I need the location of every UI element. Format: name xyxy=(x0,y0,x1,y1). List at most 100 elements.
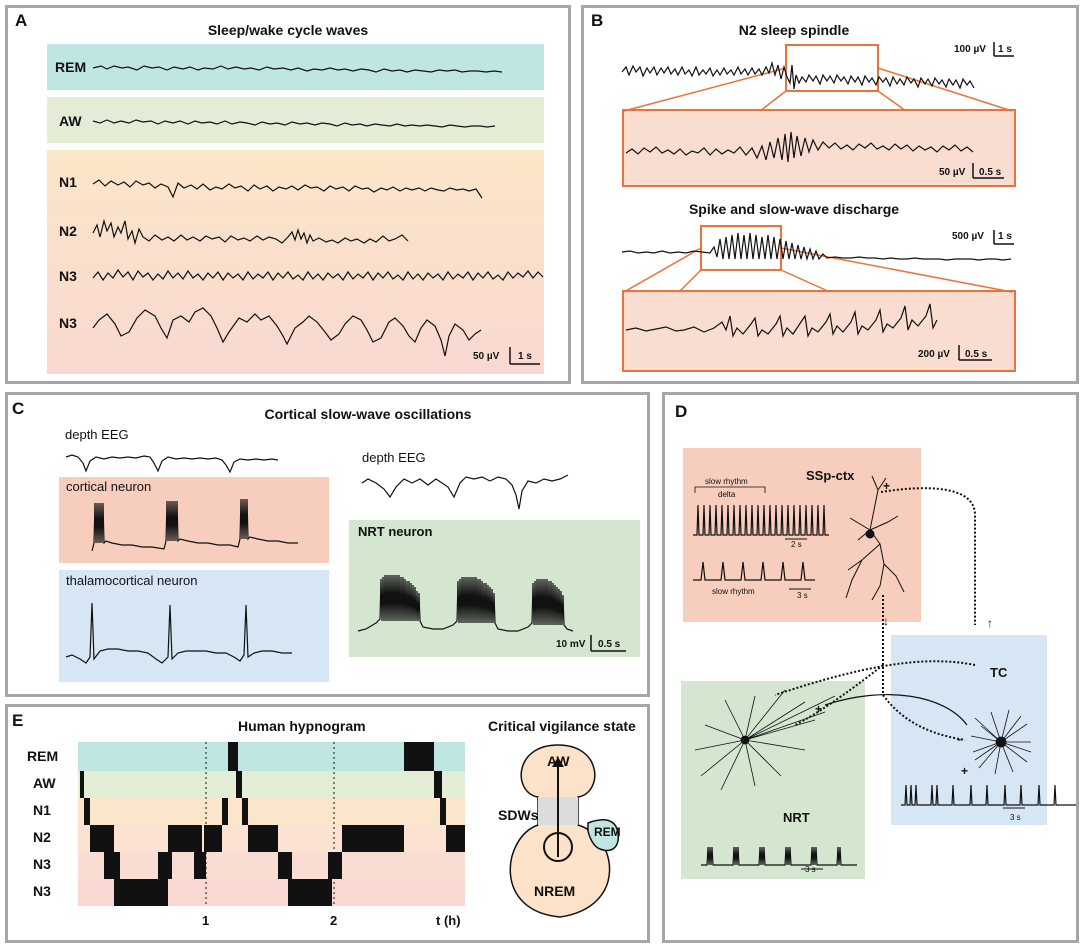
hyp-label-aw: AW xyxy=(33,775,56,791)
vigilance-title: Critical vigilance state xyxy=(488,718,636,734)
traces-c xyxy=(65,454,626,664)
trace-n1 xyxy=(92,179,483,199)
row-label-n2: N2 xyxy=(59,223,77,239)
depth-eeg-label-1: depth EEG xyxy=(65,427,129,442)
slow-rhythm-label-2: slow rhythm xyxy=(712,587,755,596)
zoom-line-right-1 xyxy=(877,67,1013,112)
trace-ssp-slow-rhythm xyxy=(693,504,829,536)
hyp-label-rem: REM xyxy=(27,748,59,764)
zoom-line-right-4 xyxy=(780,269,831,293)
arrow-down-1: ↓ xyxy=(883,614,889,628)
scale-a-voltage: 50 µV xyxy=(473,351,500,362)
panel-d: D SSp-ctx slow rhythm delta 2 s slow rhy… xyxy=(662,392,1079,943)
connection-cortex-down xyxy=(880,487,976,625)
hypnogram xyxy=(80,742,619,918)
zoom-line-right-2 xyxy=(877,90,907,112)
thalamocortical-neuron-box xyxy=(59,570,329,682)
ssp-ctx-label: SSp-ctx xyxy=(806,468,855,483)
row-label-rem: REM xyxy=(55,59,87,75)
scale-c-voltage: 10 mV xyxy=(556,639,586,650)
tc-neuron-drawing xyxy=(970,709,1032,775)
scale-b3-voltage: 500 µV xyxy=(952,231,984,242)
scale-a-time: 1 s xyxy=(518,351,532,362)
panel-b-label: B xyxy=(591,11,604,30)
hyp-label-n3b: N3 xyxy=(33,883,51,899)
trace-aw xyxy=(92,119,496,128)
panel-a-title: Sleep/wake cycle waves xyxy=(207,22,369,38)
trace-n2 xyxy=(92,218,409,246)
panel-b: B N2 sleep spindle 100 µV 1 s 50 µV 0.5 … xyxy=(581,5,1079,384)
panel-a: A Sleep/wake cycle waves REM AW N1 N2 N3… xyxy=(5,5,571,384)
row-label-n3b: N3 xyxy=(59,315,77,331)
trace-rem xyxy=(92,65,503,73)
hypnogram-blocks xyxy=(80,742,465,906)
depth-eeg-label-2: depth EEG xyxy=(362,450,426,465)
plus-sign-3: + xyxy=(815,702,822,716)
row-label-n1: N1 xyxy=(59,174,77,190)
ssp-time-2s: 2 s xyxy=(791,540,802,549)
trace-depth-eeg-2 xyxy=(361,474,569,510)
zoom-line-left-2 xyxy=(759,90,787,112)
minus-sign: - xyxy=(957,732,961,746)
vig-label-sdws: SDWs xyxy=(498,807,539,823)
trace-swd-zoom xyxy=(625,303,938,338)
trace-spindle-zoom xyxy=(625,131,974,163)
hyp-label-n2: N2 xyxy=(33,829,51,845)
pyramidal-neuron-drawing xyxy=(845,475,905,601)
scale-c-time: 0.5 s xyxy=(598,639,621,650)
panel-b-title-swd: Spike and slow-wave discharge xyxy=(688,201,900,217)
panel-e-title: Human hypnogram xyxy=(238,718,366,734)
trace-spindle-raw xyxy=(621,60,975,90)
scale-b4-voltage: 200 µV xyxy=(918,349,950,360)
trace-nrt-circuit xyxy=(701,846,857,866)
panel-d-label: D xyxy=(675,402,688,421)
scale-b3-time: 1 s xyxy=(998,231,1012,242)
hyp-band-rem xyxy=(78,742,465,771)
time-axis-label: t (h) xyxy=(436,913,461,928)
zoom-line-left-3 xyxy=(623,247,702,293)
scale-b2-time: 0.5 s xyxy=(979,167,1002,178)
panel-e-label: E xyxy=(12,711,24,730)
zoom-line-right-3 xyxy=(780,247,1013,293)
trace-swd-raw xyxy=(621,232,1012,262)
circuit-diagram: + ↓ ↑ - + + xyxy=(693,475,1076,870)
spindle-highlight xyxy=(785,44,879,92)
zoom-line-left-4 xyxy=(678,269,702,293)
connection-tc-to-nrt xyxy=(774,660,976,696)
trace-cortical-neuron xyxy=(91,498,298,552)
plus-sign-1: + xyxy=(883,479,890,493)
nrt-box xyxy=(681,681,865,879)
hour-2-tick: 2 xyxy=(330,913,338,928)
slow-rhythm-bracket-1 xyxy=(694,486,766,493)
trace-nrt-neuron xyxy=(357,574,574,632)
arrow-up-1: ↑ xyxy=(987,616,993,630)
vig-label-aw: AW xyxy=(547,753,570,769)
hyp-band-n3a xyxy=(78,852,465,879)
vigilance-arrowhead xyxy=(552,757,564,767)
slow-rhythm-label-1: slow rhythm xyxy=(705,477,748,486)
tc-label: TC xyxy=(990,665,1008,680)
connection-cortex-to-thalamus xyxy=(882,595,966,741)
scale-b2-voltage: 50 µV xyxy=(939,167,966,178)
panel-c-title: Cortical slow-wave oscillations xyxy=(264,406,472,422)
trace-thalamocortical-neuron xyxy=(65,602,292,664)
scale-b1-voltage: 100 µV xyxy=(954,44,986,55)
panel-e: E Human hypnogram Critical vigilance sta… xyxy=(5,704,650,943)
panel-c: C Cortical slow-wave oscillations depth … xyxy=(5,392,650,697)
traces-b xyxy=(621,42,1014,361)
hyp-label-n1: N1 xyxy=(33,802,51,818)
trace-ssp-slow-rhythm-2 xyxy=(693,561,815,581)
panel-a-label: A xyxy=(15,11,28,30)
vig-label-rem: REM xyxy=(594,825,621,839)
hyp-band-aw xyxy=(78,771,465,798)
hyp-label-n3a: N3 xyxy=(33,856,51,872)
hyp-band-n1 xyxy=(78,798,465,825)
trace-n3b xyxy=(92,307,482,357)
delta-label: delta xyxy=(718,490,736,499)
trace-depth-eeg-1 xyxy=(65,454,279,474)
thalamocortical-neuron-label: thalamocortical neuron xyxy=(66,573,198,588)
nrt-neuron-drawing xyxy=(694,689,836,791)
nrt-label: NRT xyxy=(783,810,810,825)
scale-b4-time: 0.5 s xyxy=(965,349,988,360)
nrt-neuron-label: NRT neuron xyxy=(358,524,433,539)
